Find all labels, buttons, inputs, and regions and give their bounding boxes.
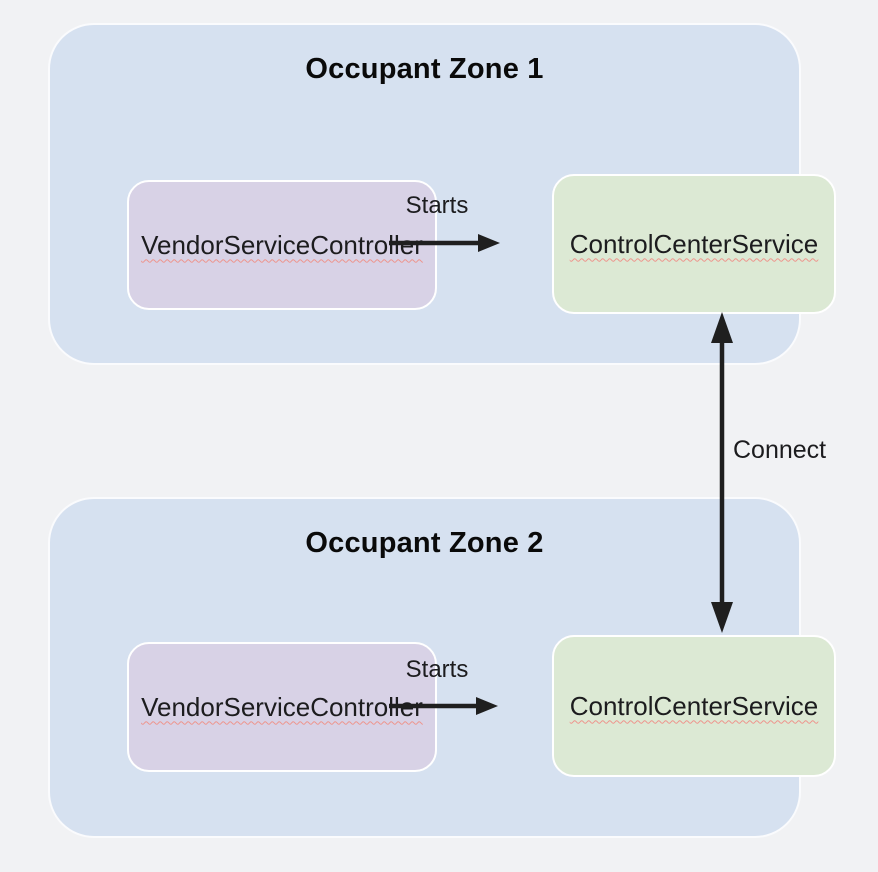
zone2-starts-edge-label: Starts xyxy=(405,656,469,683)
occupant-zone-1: Occupant Zone 1 VendorServiceController … xyxy=(48,23,836,365)
connect-edge-label: Connect xyxy=(733,436,827,464)
zone2-control-center-service-node: ControlCenterService xyxy=(552,635,836,777)
zone1-control-center-service-node: ControlCenterService xyxy=(552,174,836,314)
zone2-control-center-service-label: ControlCenterService xyxy=(569,690,819,721)
zone1-control-center-service-label: ControlCenterService xyxy=(569,228,819,259)
zone1-vendor-service-controller-node: VendorServiceController xyxy=(127,180,437,310)
occupant-zone-1-title: Occupant Zone 1 xyxy=(305,53,544,85)
zone1-vendor-service-controller-label: VendorServiceController xyxy=(141,229,423,260)
occupant-zone-2: Occupant Zone 2 VendorServiceController … xyxy=(48,497,836,838)
zone1-starts-edge-label: Starts xyxy=(405,192,469,219)
occupant-zone-2-title: Occupant Zone 2 xyxy=(305,527,544,559)
zone2-vendor-service-controller-node: VendorServiceController xyxy=(127,642,437,772)
zone2-vendor-service-controller-label: VendorServiceController xyxy=(141,691,423,722)
